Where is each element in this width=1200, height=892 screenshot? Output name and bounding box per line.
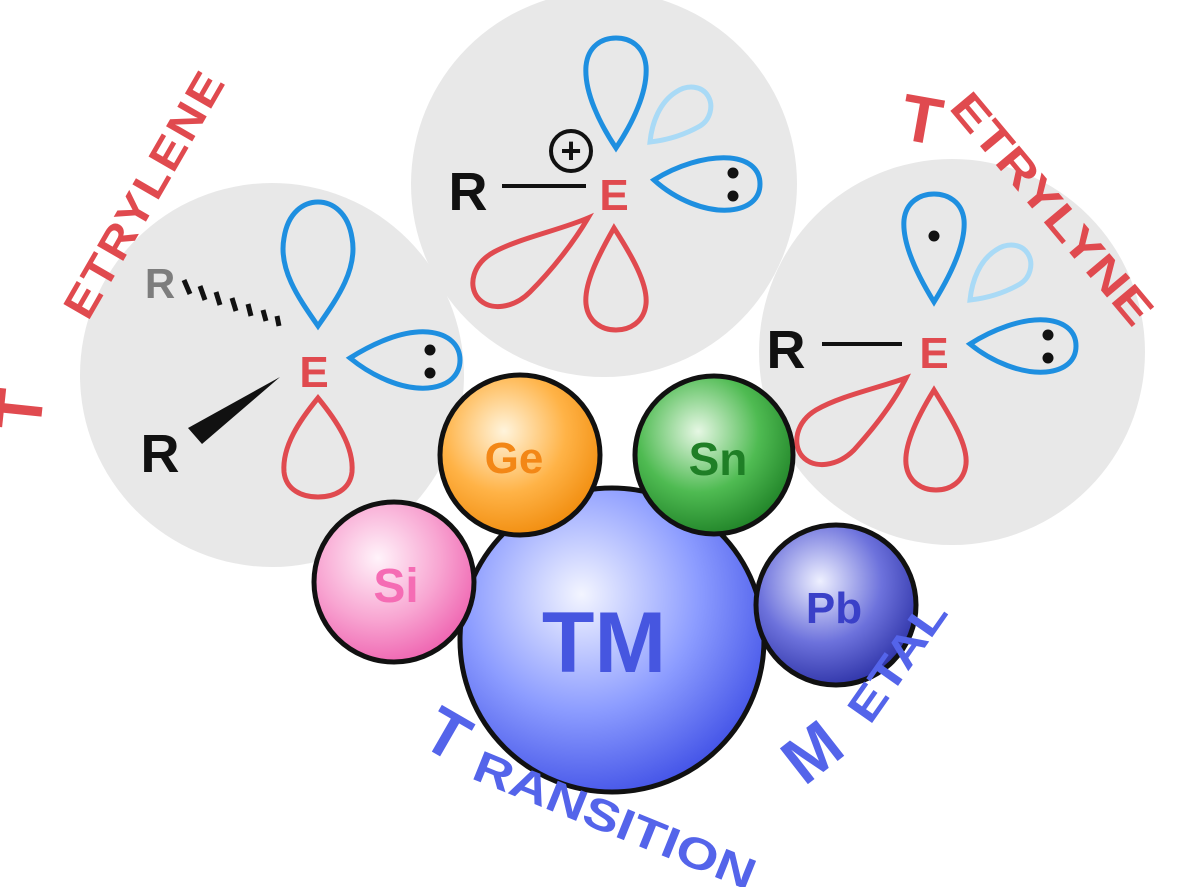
center-empty-p-lobe: [647, 84, 714, 145]
left-top-p-lobe: [280, 199, 356, 331]
si-sphere: Si: [311, 499, 477, 665]
left-lone-pair-dot-bottom: [424, 367, 436, 379]
center-lone-pair-dot-top: [727, 167, 739, 179]
right-lone-pair-dot-top: [1042, 329, 1054, 341]
pb-label: Pb: [806, 584, 862, 633]
left-hashed-bond: [181, 279, 282, 327]
tm-label: TM: [542, 595, 666, 691]
right-bottom-lobe: [903, 385, 969, 493]
center-lone-pair-lobe: [649, 155, 763, 213]
metal-initial: M: [767, 706, 856, 798]
center-gray-circle: [411, 0, 797, 377]
left-wedge-bond: [188, 377, 280, 444]
tetrylene-initial: T: [0, 386, 58, 434]
center-charge-circle: [549, 129, 593, 173]
tm-sphere: TM: [457, 485, 767, 795]
center-lower-left-lobe: [470, 212, 594, 310]
left-lone-pair-lobe: [345, 329, 463, 391]
left-lone-pair-dot-top: [424, 344, 436, 356]
right-substituent: R: [767, 320, 806, 380]
left-wedge-substituent: R: [141, 424, 180, 484]
left-hashed-substituent: R: [145, 260, 175, 307]
pb-sphere: Pb: [753, 522, 919, 688]
center-lone-pair-dot-bottom: [727, 190, 739, 202]
right-radical-dot: [928, 230, 940, 242]
sn-sphere: Sn: [632, 373, 796, 537]
ge-label: Ge: [485, 434, 544, 483]
right-lower-left-lobe: [794, 373, 912, 468]
si-label: Si: [373, 560, 418, 613]
center-bottom-lobe: [583, 223, 649, 333]
left-element-label: E: [299, 348, 328, 397]
right-top-p-lobe: [901, 191, 967, 307]
center-top-p-lobe: [583, 35, 649, 153]
ge-sphere: Ge: [437, 372, 603, 538]
center-element-label: E: [599, 171, 628, 220]
right-tetrylyne-structure: E R: [767, 191, 1079, 493]
left-tetrylene-structure: E R R: [141, 199, 463, 500]
center-charge-label: +: [560, 130, 581, 171]
center-substituent: R: [449, 162, 488, 222]
right-lone-pair-lobe: [965, 317, 1079, 375]
sn-label: Sn: [689, 433, 748, 485]
left-gray-circle: [80, 183, 464, 567]
center-cation-structure: + E R: [449, 35, 763, 333]
tetrylyne-initial: T: [896, 79, 949, 159]
right-element-label: E: [919, 329, 948, 378]
right-empty-p-lobe: [967, 242, 1034, 303]
left-bottom-p-lobe: [281, 394, 355, 500]
right-lone-pair-dot-bottom: [1042, 352, 1054, 364]
